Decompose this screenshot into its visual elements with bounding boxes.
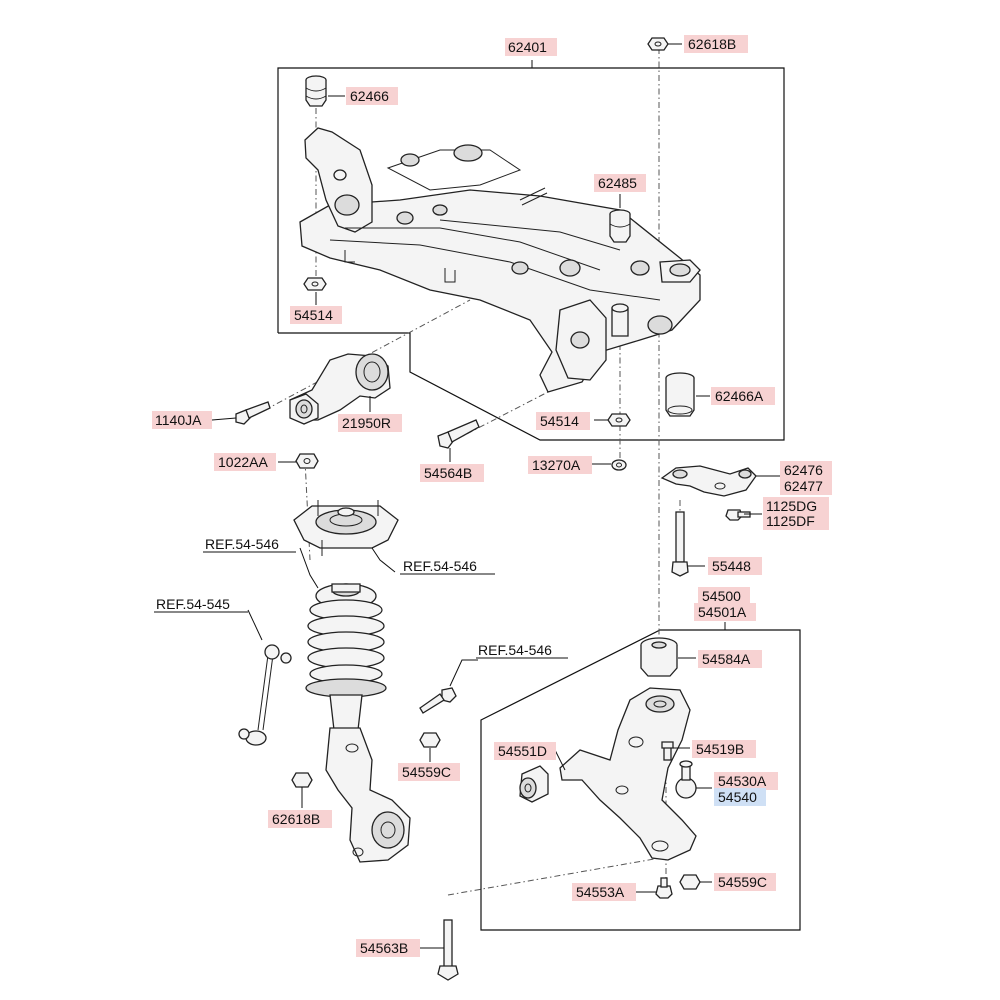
label-62618B-bottom: 62618B [272, 811, 320, 827]
leader-lines [211, 43, 780, 949]
label-bg [420, 464, 484, 482]
label-bg [290, 306, 342, 324]
label-1125DF: 1125DF [766, 513, 815, 529]
label-bg-blue [714, 788, 766, 806]
bolt-54553A [655, 877, 673, 899]
label-bg [338, 414, 402, 432]
lower-control-arm [559, 687, 697, 861]
label-bg [505, 38, 557, 56]
label-13270A: 13270A [532, 457, 581, 473]
label-54514-mid: 54514 [540, 413, 579, 429]
label-bg [714, 873, 776, 891]
label-54500: 54500 [702, 588, 741, 604]
label-bg [698, 650, 762, 668]
nut-62618B-top [647, 37, 669, 51]
nut-54559C-right [679, 874, 701, 890]
label-bg [763, 512, 829, 530]
label-62401: 62401 [508, 39, 547, 55]
label-bg [711, 387, 775, 405]
label-54563B: 54563B [360, 940, 408, 956]
label-21950R: 21950R [342, 415, 391, 431]
label-54553A: 54553A [576, 884, 625, 900]
steering-knuckle [325, 727, 411, 863]
label-55448: 55448 [712, 558, 751, 574]
label-bg [684, 35, 748, 53]
bushing-62485 [609, 209, 631, 243]
bolt-54519B [661, 741, 674, 761]
coil-spring-strut [305, 583, 387, 731]
nut-1022AA [295, 453, 319, 469]
label-54519B: 54519B [696, 741, 744, 757]
label-bg [714, 772, 778, 790]
strut-top-mount [293, 500, 399, 556]
label-54559C-left: 54559C [402, 764, 451, 780]
nut-54559C-left [419, 732, 441, 748]
label-54564B: 54564B [424, 465, 472, 481]
label-62466A: 62466A [715, 388, 764, 404]
strut-bolt [419, 687, 457, 714]
label-ref-54-546-a: REF.54-546 [205, 536, 279, 552]
label-bg [780, 461, 832, 479]
label-bg [268, 810, 332, 828]
label-54501A: 54501A [698, 604, 747, 620]
roll-stopper-21950R [289, 353, 391, 425]
label-62476: 62476 [784, 462, 823, 478]
label-62477: 62477 [784, 478, 823, 494]
label-62466: 62466 [350, 88, 389, 104]
bushing-54584A [640, 637, 678, 677]
ball-joint-54530A [675, 760, 697, 799]
label-ref-54-546-b: REF.54-546 [403, 558, 477, 574]
label-bg [494, 742, 556, 760]
bushing-54551D [519, 765, 549, 803]
bolt-1140JA [235, 401, 271, 425]
nut-54514-left [303, 277, 327, 291]
label-bg [708, 557, 762, 575]
label-bg [763, 497, 829, 515]
label-bg [572, 883, 636, 901]
label-54540: 54540 [718, 789, 757, 805]
label-1125DG: 1125DG [766, 498, 817, 514]
bushing-62466 [305, 75, 327, 107]
label-bg [698, 587, 750, 605]
label-bg [214, 453, 276, 471]
label-bg [692, 740, 756, 758]
label-ref-54-545: REF.54-545 [156, 596, 230, 612]
lower-arm-group-frame [480, 629, 801, 931]
label-bg [536, 412, 590, 430]
front-subframe-crossmember [299, 127, 701, 393]
label-54559C-right: 54559C [718, 874, 767, 890]
subframe-group-frame [277, 67, 785, 441]
label-bg [356, 939, 420, 957]
label-1022AA: 1022AA [218, 454, 268, 470]
label-54551D: 54551D [498, 743, 547, 759]
label-1140JA: 1140JA [155, 412, 202, 428]
label-54584A: 54584A [702, 651, 751, 667]
nut-54514-mid [607, 413, 631, 427]
label-bg [152, 411, 212, 429]
nut-62618B-bottom [291, 772, 313, 788]
label-bg [594, 174, 646, 192]
label-62618B-top: 62618B [688, 36, 736, 52]
bolt-1125DG [725, 509, 751, 521]
part-labels: 62401 62618B 62466 62485 54514 1140JA 21… [152, 35, 832, 957]
label-54514-left: 54514 [294, 307, 333, 323]
label-bg [694, 603, 756, 621]
label-ref-54-546-c: REF.54-546 [478, 642, 552, 658]
bolt-55448 [671, 511, 689, 577]
stabilizer-link [238, 644, 292, 746]
bracket-62476-62477 [660, 465, 757, 497]
label-62485: 62485 [598, 175, 637, 191]
label-54530A: 54530A [718, 773, 767, 789]
label-bg [398, 763, 460, 781]
label-bg [346, 87, 398, 105]
bushing-62466A [665, 372, 695, 417]
bolt-54563B [437, 919, 459, 981]
label-bg [780, 477, 832, 495]
washer-13270A [611, 459, 627, 471]
bolt-54564B [437, 419, 480, 449]
label-bg [528, 456, 592, 474]
